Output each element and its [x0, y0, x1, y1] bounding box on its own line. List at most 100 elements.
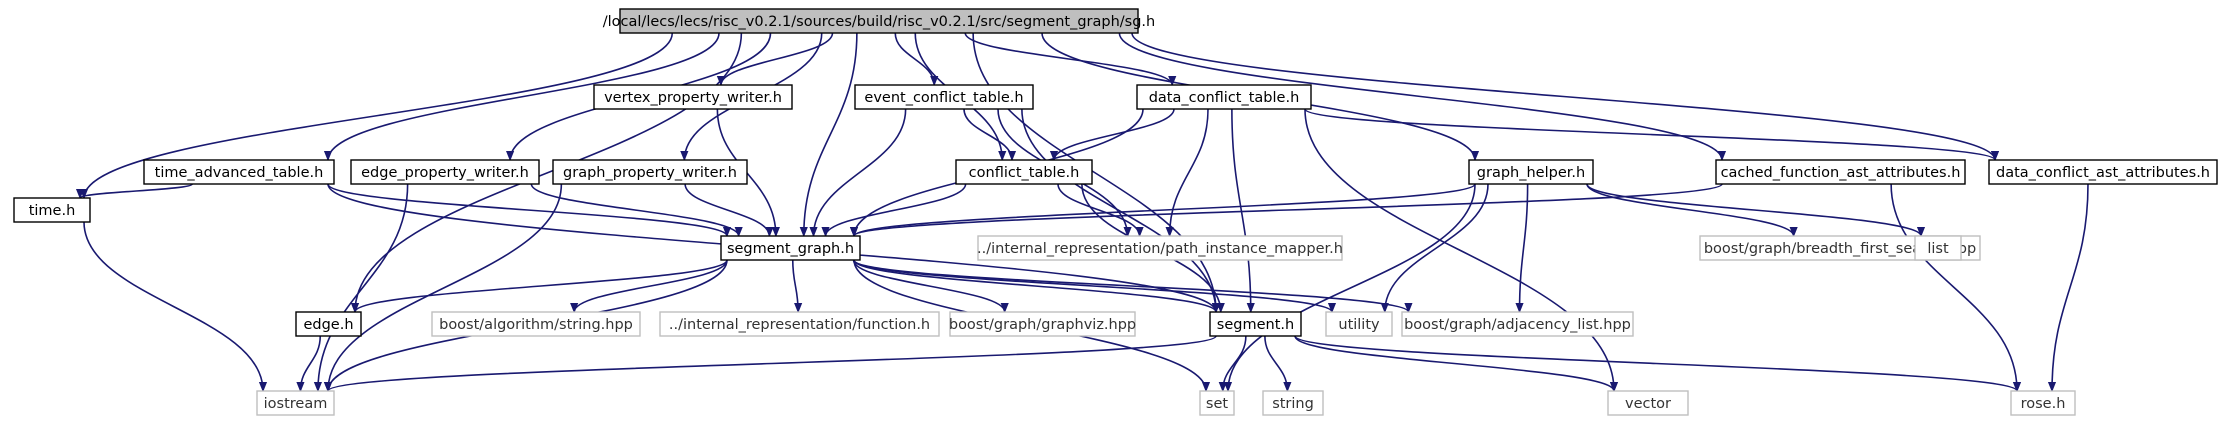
edge-line — [1586, 183, 1794, 237]
edge-line — [1057, 183, 1140, 237]
node-label: graph_property_writer.h — [563, 165, 737, 181]
edge-edge_property_writer_h-to-segment_graph_h — [530, 183, 738, 237]
edge-segment_graph_h-to-segment_h — [853, 259, 1216, 313]
edge-graph_property_writer_h-to-iostream — [328, 183, 563, 391]
node-box — [659, 311, 940, 337]
node-path-instance-mapper-h: ../internal_representation/path_instance… — [977, 235, 1343, 261]
edge-line — [852, 259, 1005, 313]
edge-sg_h-to-data_conflict_table_h — [964, 32, 1172, 86]
node-segment-graph-h[interactable]: segment_graph.h — [720, 235, 861, 261]
node-adjacency-list-hpp: boost/graph/adjacency_list.hpp — [1401, 311, 1634, 337]
node-box — [720, 235, 861, 261]
edge-segment_h-to-set — [1223, 335, 1247, 392]
edge-line — [964, 32, 1172, 86]
node-edge-property-writer-h[interactable]: edge_property_writer.h — [350, 159, 540, 185]
edge-graph_helper_h-to-breadth_first_search_hpp — [1586, 183, 1794, 237]
edge-line — [328, 335, 1217, 392]
edge-line — [826, 183, 967, 237]
edge-line — [1223, 335, 1247, 392]
node-label: iostream — [264, 396, 328, 412]
node-label: data_conflict_table.h — [1149, 90, 1300, 106]
node-data-conflict-ast-attributes-h[interactable]: data_conflict_ast_attributes.h — [1988, 159, 2218, 185]
edge-edge_h-to-iostream — [300, 335, 322, 391]
node-box — [350, 159, 540, 185]
edge-line — [328, 32, 720, 161]
node-box — [552, 159, 748, 185]
node-rose-h: rose.h — [2010, 390, 2076, 416]
node-time-h[interactable]: time.h — [13, 197, 91, 223]
node-cached-function-ast-attributes-h[interactable]: cached_function_ast_attributes.h — [1715, 159, 1966, 185]
edge-event_conflict_table_h-to-segment_h — [1021, 108, 1216, 312]
node-graph-property-writer-h[interactable]: graph_property_writer.h — [552, 159, 748, 185]
edge-line — [894, 32, 934, 86]
edge-segment_graph_h-to-edge_h — [355, 259, 728, 313]
edge-line — [327, 183, 727, 237]
edge-line — [574, 259, 728, 313]
node-label: graph_helper.h — [1477, 165, 1585, 181]
edge-segment_graph_h-to-function_h — [791, 259, 798, 312]
edge-segment_graph_h-to-algorithm_string_hpp — [574, 259, 728, 313]
edge-segment_graph_h-to-adjacency_list_hpp — [853, 259, 1408, 313]
node-graphviz-hpp: boost/graph/graphviz.hpp — [949, 311, 1136, 337]
node-vector: vector — [1607, 390, 1689, 416]
edge-line — [1890, 183, 2017, 391]
edge-sg_h-to-data_conflict_ast_attributes_h — [1131, 32, 1995, 161]
node-box — [1199, 390, 1235, 416]
edge-time_h-to-iostream — [83, 221, 263, 391]
edges-layer — [80, 32, 2089, 392]
node-set: set — [1199, 390, 1235, 416]
node-sg-h[interactable]: /local/lecs/lecs/risc_v0.2.1/sources/bui… — [603, 8, 1155, 34]
node-box — [1468, 159, 1594, 185]
edge-line — [1304, 108, 1995, 161]
edge-graph_helper_h-to-segment_graph_h — [854, 183, 1476, 237]
edge-edge_property_writer_h-to-iostream — [318, 183, 409, 391]
node-box — [1401, 311, 1634, 337]
edge-data_conflict_table_h-to-path_instance_mapper_h — [1170, 108, 1209, 236]
edge-line — [300, 335, 322, 391]
node-label: boost/graph/breadth_first_search.hpp — [1704, 241, 1976, 257]
node-edge-h[interactable]: edge.h — [295, 311, 362, 337]
node-vertex-property-writer-h[interactable]: vertex_property_writer.h — [593, 84, 793, 110]
node-label: ../internal_representation/path_instance… — [977, 241, 1343, 257]
edge-line — [318, 183, 409, 391]
node-box — [955, 159, 1093, 185]
edge-line — [721, 32, 834, 86]
edge-line — [1294, 335, 2017, 392]
node-graph-helper-h[interactable]: graph_helper.h — [1468, 159, 1594, 185]
edge-line — [2052, 183, 2089, 391]
edge-line — [1304, 108, 1614, 391]
edge-cached_function_ast_attributes_h-to-segment_graph_h — [854, 183, 1723, 237]
edge-segment_graph_h-to-graphviz_hpp — [852, 259, 1005, 313]
edge-data_conflict_table_h-to-vector — [1304, 108, 1614, 391]
node-label: edge.h — [303, 317, 353, 333]
node-box — [854, 84, 1034, 110]
edge-segment_h-to-rose_h — [1294, 335, 2017, 392]
edge-line — [854, 183, 1476, 237]
node-box — [1325, 311, 1393, 337]
node-label: /local/lecs/lecs/risc_v0.2.1/sources/bui… — [603, 14, 1155, 30]
node-data-conflict-table-h[interactable]: data_conflict_table.h — [1136, 84, 1312, 110]
node-conflict-table-h[interactable]: conflict_table.h — [955, 159, 1093, 185]
edge-line — [1294, 335, 1614, 392]
node-box — [1988, 159, 2218, 185]
edge-time_advanced_table_h-to-segment_graph_h — [327, 183, 727, 237]
edge-data_conflict_table_h-to-conflict_table_h — [1054, 108, 1175, 161]
node-time-advanced-table-h[interactable]: time_advanced_table.h — [143, 159, 335, 185]
edge-line — [328, 183, 563, 391]
node-box — [1209, 311, 1302, 337]
edge-sg_h-to-segment_graph_h — [804, 32, 858, 236]
node-iostream: iostream — [256, 390, 335, 416]
edge-event_conflict_table_h-to-conflict_table_h — [963, 108, 1012, 161]
edge-data_conflict_table_h-to-data_conflict_ast_attributes_h — [1304, 108, 1995, 161]
node-label: ../internal_representation/function.h — [669, 317, 930, 333]
edge-line — [791, 259, 798, 312]
node-box — [949, 311, 1136, 337]
edge-graph_helper_h-to-list — [1586, 183, 1921, 237]
node-segment-h[interactable]: segment.h — [1209, 311, 1302, 337]
node-label: cached_function_ast_attributes.h — [1721, 165, 1961, 181]
edge-segment_h-to-iostream — [328, 335, 1217, 392]
edge-line — [83, 221, 263, 391]
node-event-conflict-table-h[interactable]: event_conflict_table.h — [854, 84, 1034, 110]
edge-line — [804, 32, 858, 236]
node-label: time.h — [29, 203, 76, 219]
